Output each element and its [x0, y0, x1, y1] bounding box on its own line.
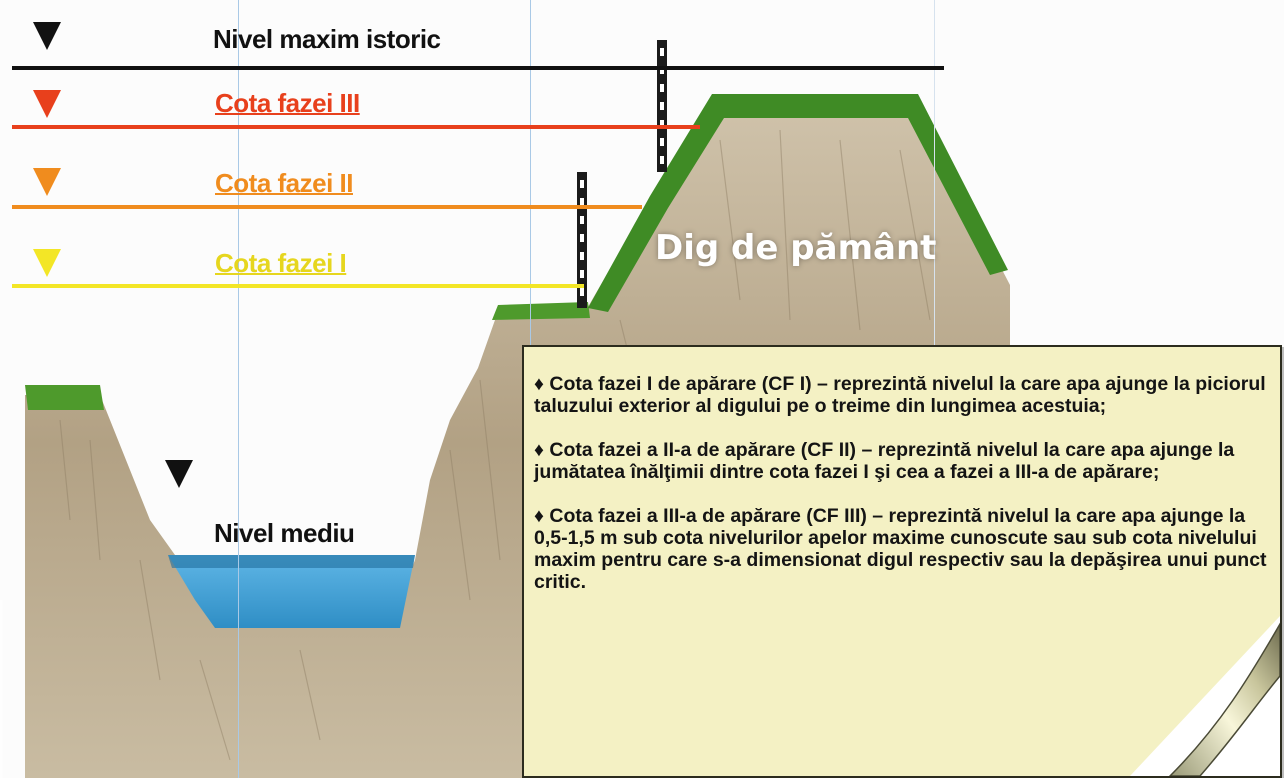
level-marker-historic-max-icon: [33, 22, 61, 50]
label-historic-max: Nivel maxim istoric: [213, 24, 441, 54]
definition-phase-1: ♦ Cota fazei I de apărare (CF I) – repre…: [534, 373, 1266, 417]
level-line-phase-3: [12, 125, 700, 129]
level-line-historic-max: [12, 66, 944, 70]
left-bank-grass: [25, 385, 104, 410]
definition-phase-2: ♦ Cota fazei a II-a de apărare (CF II) –…: [534, 439, 1235, 483]
label-phase-3: Cota fazei III: [215, 88, 360, 118]
definitions-text: ♦ Cota fazei I de apărare (CF I) – repre…: [534, 373, 1274, 615]
definitions-note: ♦ Cota fazei I de apărare (CF I) – repre…: [522, 345, 1282, 778]
label-phase-1: Cota fazei I: [215, 248, 347, 278]
definition-phase-3: ♦ Cota fazei a III-a de apărare (CF III)…: [534, 505, 1267, 593]
label-phase-2: Cota fazei II: [215, 168, 353, 198]
page-curl-icon: [1130, 616, 1280, 776]
level-line-phase-1: [12, 284, 584, 288]
level-marker-phase-2-icon: [33, 168, 61, 196]
levee-label: Dig de pământ: [655, 228, 937, 268]
mean-level-marker-icon: [165, 460, 193, 488]
water-level-gauge-upper: [657, 40, 667, 172]
river-water: [168, 555, 415, 628]
level-marker-phase-1-icon: [33, 249, 61, 277]
level-line-phase-2: [12, 205, 642, 209]
berm-grass: [492, 302, 590, 320]
level-marker-phase-3-icon: [33, 90, 61, 118]
label-nivel-mediu: Nivel mediu: [214, 518, 355, 548]
levee-grass: [588, 94, 1008, 312]
water-level-gauge-lower: [577, 172, 587, 308]
guide-line: [238, 0, 239, 778]
